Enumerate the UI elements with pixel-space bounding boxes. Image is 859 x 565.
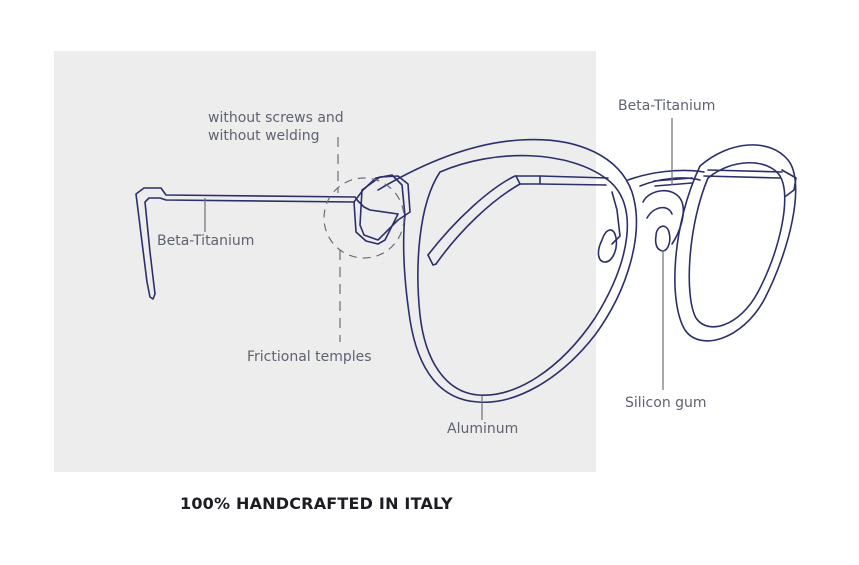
temple-inner xyxy=(427,175,609,256)
nose-pad-right xyxy=(654,225,671,252)
callout-construction-note: without screws and without welding xyxy=(208,109,344,145)
callout-frame-material: Aluminum xyxy=(447,421,519,437)
callout-hinge: Frictional temples xyxy=(247,349,372,365)
temple-right-stub xyxy=(781,169,797,197)
temple-arm xyxy=(135,187,399,300)
callout-temple-material: Beta-Titanium xyxy=(157,233,255,249)
front-frame-right xyxy=(674,144,797,342)
hinge-highlight-circle xyxy=(323,177,405,259)
tagline: 100% HANDCRAFTED IN ITALY xyxy=(180,494,453,513)
hinge-block xyxy=(359,175,411,241)
callout-nose-pad: Silicon gum xyxy=(625,395,707,411)
nose-pad-left xyxy=(597,229,618,263)
nose-pad-arm-right xyxy=(642,189,685,245)
callout-construction-note-line2: without welding xyxy=(208,128,320,144)
lens-rim-left xyxy=(417,154,629,396)
callout-construction-note-line1: without screws and xyxy=(208,110,344,126)
lens-rim-right xyxy=(688,161,786,328)
front-frame-outer xyxy=(377,138,638,403)
callout-bridge-material: Beta-Titanium xyxy=(618,98,716,114)
